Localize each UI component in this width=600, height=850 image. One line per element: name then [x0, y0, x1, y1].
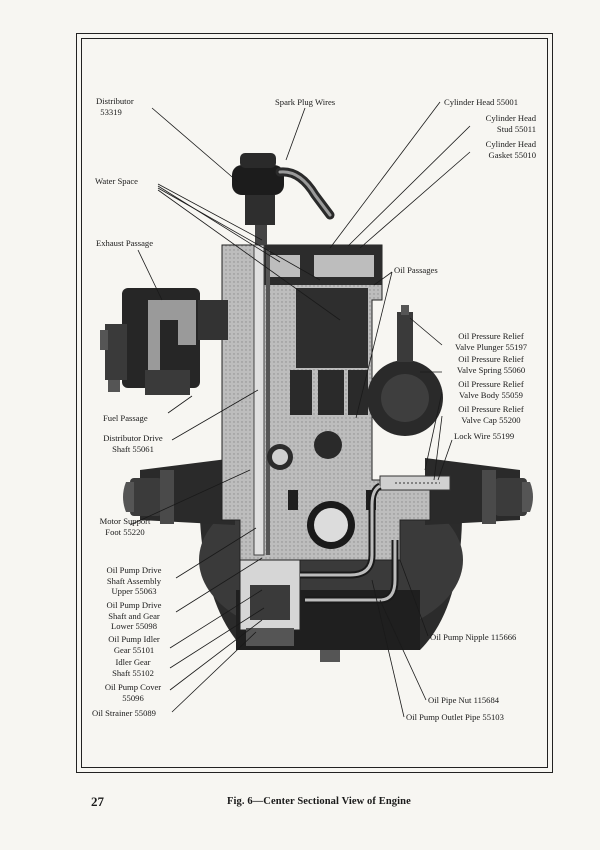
label-oil-pipe-nut: Oil Pipe Nut 115684 — [428, 695, 500, 705]
cylinder-head — [262, 245, 382, 285]
carburetor — [100, 324, 127, 392]
label-relief-valve-spring: Oil Pressure Relief Valve Spring 55060 — [456, 354, 526, 375]
label-idler-gear-shaft: Idler Gear Shaft 55102 — [112, 657, 154, 678]
label-relief-valve-plunger: Oil Pressure Relief Valve Plunger 55197 — [454, 331, 528, 352]
label-oil-pump-idler-gear: Oil Pump Idler Gear 55101 — [108, 634, 160, 655]
label-oil-pump-nipple: Oil Pump Nipple 115666 — [430, 632, 517, 642]
oil-pressure-relief-valve — [367, 305, 451, 491]
label-oil-passages: Oil Passages — [394, 265, 438, 275]
label-distributor: Distributor 53319 — [96, 96, 134, 117]
label-exhaust-passage: Exhaust Passage — [96, 238, 154, 248]
label-water-space: Water Space — [95, 176, 138, 186]
page-number: 27 — [91, 794, 104, 809]
label-relief-valve-body: Oil Pressure Relief Valve Body 55059 — [458, 379, 524, 400]
label-oil-strainer: Oil Strainer 55089 — [92, 708, 156, 718]
figure-caption: Fig. 6—Center Sectional View of Engine — [227, 796, 411, 807]
label-cylinder-head: Cylinder Head 55001 — [444, 97, 518, 107]
label-spark-plug-wires: Spark Plug Wires — [275, 97, 336, 107]
figure-frame-inner — [81, 38, 548, 768]
motor-support-foot-right — [482, 470, 533, 524]
spark-plug-wire — [275, 167, 335, 220]
figure-frame-outer — [76, 33, 553, 773]
exhaust-manifold — [122, 288, 228, 395]
label-motor-support-foot: Motor Support Foot 55220 — [99, 516, 151, 537]
label-lock-wire: Lock Wire 55199 — [454, 431, 515, 441]
label-relief-valve-cap: Oil Pressure Relief Valve Cap 55200 — [458, 404, 524, 425]
cylinder-bore — [290, 288, 368, 459]
label-cylinder-head-stud: Cylinder Head Stud 55011 — [485, 113, 536, 134]
label-oil-pump-cover: Oil Pump Cover 55096 — [104, 682, 162, 703]
label-distributor-drive-shaft: Distributor Drive Shaft 55061 — [103, 433, 163, 454]
oil-drain-plug — [320, 650, 340, 662]
label-fuel-passage: Fuel Passage — [103, 413, 148, 423]
motor-support-foot-left — [123, 470, 174, 524]
oil-pump — [239, 559, 301, 646]
label-oil-pump-drive-shaft-upper: Oil Pump Drive Shaft Assembly Upper 5506… — [106, 565, 162, 596]
label-cylinder-head-gasket: Cylinder Head Gasket 55010 — [485, 139, 536, 160]
label-oil-pump-drive-shaft-lower: Oil Pump Drive Shaft and Gear Lower 5509… — [106, 600, 162, 631]
leader-lines — [129, 101, 471, 718]
distributor — [232, 153, 284, 245]
label-oil-pump-outlet-pipe: Oil Pump Outlet Pipe 55103 — [406, 712, 504, 722]
